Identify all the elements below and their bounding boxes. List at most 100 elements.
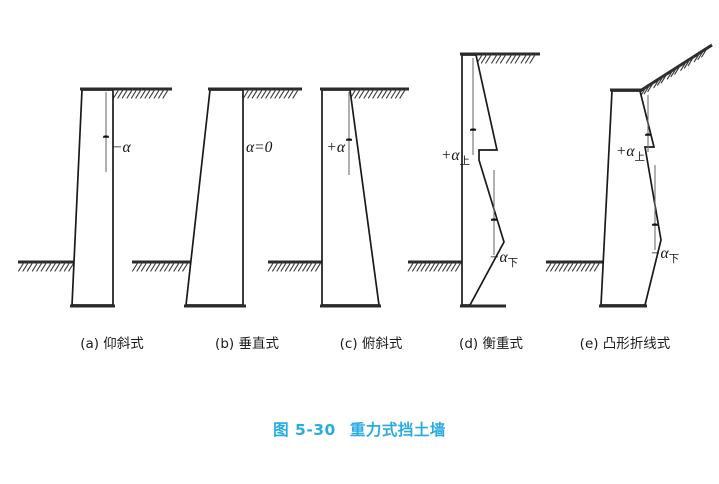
ground-hatch-stroke — [274, 88, 282, 99]
ground-hatch-stroke — [260, 88, 268, 99]
ground-hatch-stroke — [550, 261, 557, 272]
ground-hatch-stroke — [491, 53, 498, 64]
ground-hatch-stroke — [140, 88, 147, 99]
ground-hatch-stroke — [580, 261, 588, 272]
ground-surface-1 — [112, 87, 172, 99]
ground-hatch-stroke — [292, 88, 300, 99]
ground-hatch-stroke — [140, 261, 148, 272]
ground-hatch-stroke — [480, 53, 488, 64]
ground-hatch-stroke — [585, 261, 592, 272]
panel-a: −α — [18, 87, 172, 308]
ground-hatch-stroke — [416, 261, 424, 272]
ground-hatch-stroke — [377, 88, 384, 99]
ground-hatch-stroke — [297, 261, 305, 272]
ground-hatch-stroke — [567, 261, 575, 272]
ground-hatch-stroke — [112, 88, 120, 99]
ground-surface-2 — [267, 260, 324, 272]
figure-number: 图 5-30 — [273, 421, 336, 439]
wall-section-d — [461, 54, 505, 306]
ground-hatch-stroke — [429, 261, 437, 272]
ground-hatch-stroke — [22, 261, 30, 272]
ground-hatch-stroke — [31, 261, 39, 272]
ground-surface-2 — [545, 260, 603, 272]
ground-hatch-stroke — [251, 88, 259, 99]
ground-hatch-stroke — [390, 88, 398, 99]
ground-hatch-stroke — [242, 88, 250, 99]
ground-hatch-stroke — [510, 53, 518, 64]
wall-section-e — [600, 90, 662, 306]
angle-label-d-2: −α下 — [489, 249, 518, 269]
ground-hatch-stroke — [505, 53, 513, 64]
ground-hatch-stroke — [284, 261, 292, 272]
ground-hatch-stroke — [554, 261, 562, 272]
ground-hatch-stroke — [26, 261, 34, 272]
ground-hatch-stroke — [455, 261, 462, 272]
ground-hatch-stroke — [164, 261, 171, 272]
ground-hatch-stroke — [683, 58, 691, 69]
ground-hatch-stroke — [59, 261, 67, 272]
ground-hatch-stroke — [437, 261, 445, 272]
angle-label-c-1: +α — [326, 139, 345, 156]
ground-hatch-stroke — [520, 53, 528, 64]
ground-hatch-stroke — [130, 88, 138, 99]
angle-label-e-2: −α下 — [650, 245, 679, 265]
ground-hatch-stroke — [54, 261, 62, 272]
ground-surface-2 — [407, 260, 464, 272]
ground-hatch-stroke — [495, 53, 503, 64]
ground-hatch-stroke — [363, 88, 371, 99]
ground-hatch-stroke — [485, 53, 492, 64]
ground-surface-1 — [242, 87, 302, 99]
ground-hatch-stroke — [158, 88, 165, 99]
captions-layer: (a) 仰斜式(b) 垂直式(c) 俯斜式(d) 衡重式(e) 凸形折线式 — [80, 336, 671, 352]
ground-surface-2 — [18, 260, 78, 272]
panels-layer: −α α=0 +α +α上 −α下 +α上 −α下 — [18, 43, 713, 308]
ground-hatch-stroke — [121, 88, 129, 99]
ground-hatch-stroke — [442, 261, 449, 272]
ground-hatch-stroke — [288, 88, 295, 99]
panel-caption-d: (d) 衡重式 — [459, 336, 523, 352]
ground-hatch-stroke — [50, 261, 57, 272]
ground-hatch-stroke — [407, 261, 415, 272]
ground-hatch-stroke — [701, 47, 708, 58]
ground-hatch-stroke — [310, 261, 318, 272]
ground-hatch-stroke — [132, 261, 139, 272]
ground-hatch-stroke — [126, 88, 134, 99]
angle-label-e-1: +α上 — [616, 143, 645, 163]
ground-hatch-stroke — [278, 88, 286, 99]
ground-hatch-stroke — [545, 261, 553, 272]
panel-caption-b: (b) 垂直式 — [215, 336, 279, 352]
angle-label-b-1: α=0 — [246, 139, 273, 156]
ground-hatch-stroke — [135, 88, 143, 99]
angle-label-d-1: +α上 — [441, 147, 470, 167]
ground-hatch-stroke — [697, 49, 705, 60]
figure-title-text: 重力式挡土墙 — [349, 421, 446, 439]
ground-hatch-stroke — [657, 75, 664, 86]
panel-caption-c: (c) 俯斜式 — [340, 336, 403, 352]
ground-hatch-stroke — [265, 88, 273, 99]
ground-hatch-stroke — [529, 53, 537, 64]
angle-label-a-1: −α — [112, 139, 131, 156]
ground-hatch-stroke — [524, 53, 532, 64]
panel-c: +α — [267, 87, 409, 308]
ground-hatch-stroke — [687, 56, 695, 67]
ground-hatch-stroke — [276, 261, 284, 272]
ground-hatch-stroke — [433, 261, 441, 272]
ground-hatch-stroke — [148, 88, 156, 99]
ground-hatch-stroke — [514, 53, 522, 64]
ground-hatch-stroke — [354, 88, 362, 99]
panel-caption-a: (a) 仰斜式 — [80, 336, 144, 352]
ground-hatch-stroke — [40, 261, 48, 272]
ground-hatch-stroke — [399, 88, 407, 99]
ground-hatch-stroke — [666, 69, 674, 80]
ground-hatch-stroke — [593, 261, 601, 272]
ground-hatch-stroke — [289, 261, 297, 272]
ground-hatch-stroke — [499, 53, 507, 64]
ground-hatch-stroke — [643, 84, 651, 95]
ground-hatch-stroke — [117, 88, 125, 99]
ground-hatch-stroke — [446, 261, 453, 272]
ground-hatch-stroke — [680, 60, 688, 71]
ground-hatch-stroke — [306, 261, 313, 272]
ground-hatch-stroke — [144, 88, 152, 99]
ground-hatch-stroke — [267, 261, 275, 272]
ground-hatch-stroke — [136, 261, 144, 272]
